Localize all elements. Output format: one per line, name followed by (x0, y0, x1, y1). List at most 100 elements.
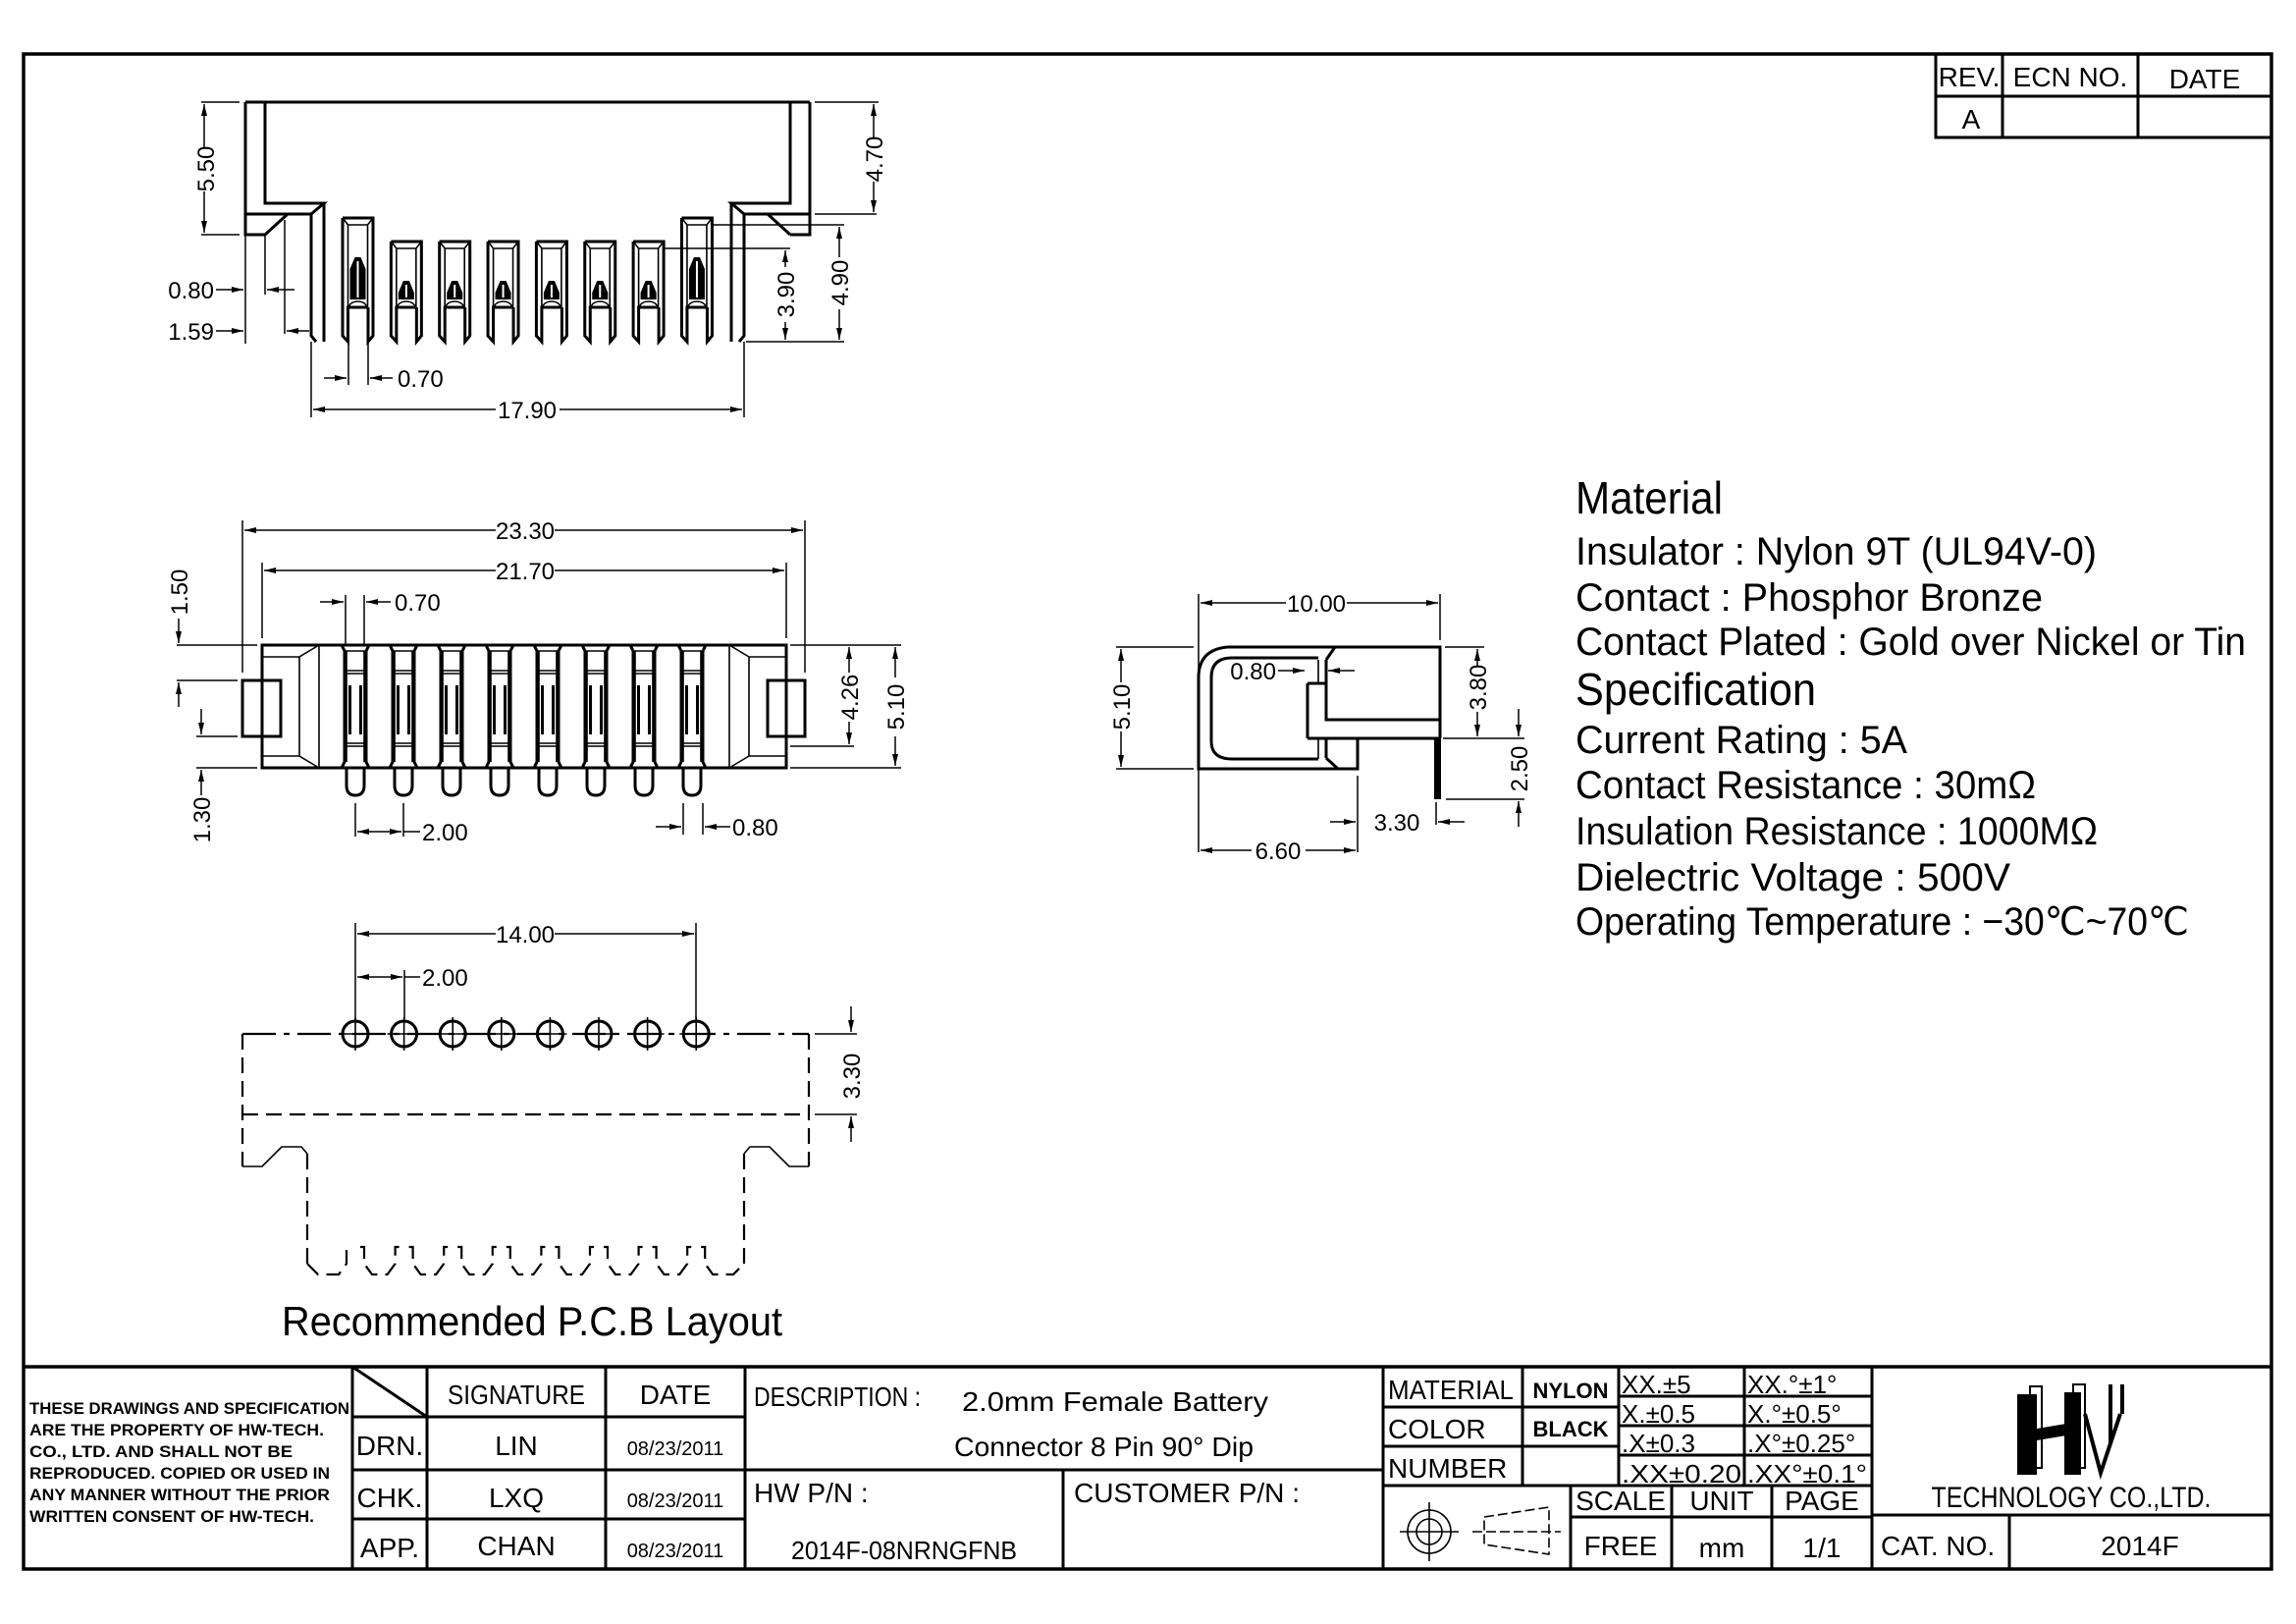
contact-slot (632, 241, 665, 307)
tolerance: X.±0.5 (1622, 1399, 1695, 1429)
sheet-border (22, 52, 2273, 1571)
dim-2-00-pcb: 2.00 (422, 965, 468, 992)
material-value: NYLON (1533, 1379, 1609, 1403)
pcb-hole-center-mark (533, 1017, 567, 1051)
notice-line: CO., LTD. AND SHALL NOT BE (29, 1442, 293, 1461)
contact-window (633, 650, 655, 762)
contact-slot (439, 241, 471, 307)
contact-slot (342, 217, 374, 307)
customer-pn-label: CUSTOMER P/N : (1074, 1478, 1300, 1508)
page-value: 1/1 (1803, 1533, 1842, 1563)
contact-beam (589, 685, 592, 734)
dim-5-50: 5.50 (193, 146, 220, 192)
dim-23-30: 23.30 (496, 518, 555, 545)
contact-housing-front (676, 644, 708, 769)
drn-role: DRN. (356, 1431, 423, 1461)
date-header: DATE (2169, 64, 2241, 94)
app-name: CHAN (477, 1531, 555, 1561)
spec-line: Contact Resistance : 30mΩ (1575, 764, 2036, 807)
dim-1-59: 1.59 (168, 319, 214, 346)
pin-tail (633, 768, 655, 797)
specification-heading: Specification (1575, 664, 1816, 715)
pcb-hole-center-mark (582, 1017, 615, 1051)
contact-housing-front (628, 644, 660, 769)
side-pin (1434, 738, 1441, 799)
scale-value: FREE (1584, 1531, 1658, 1561)
contact-beam (455, 685, 458, 734)
front-view: 23.30 21.70 0.70 1.50 1.30 4.26 5.10 2.0… (167, 518, 910, 846)
tolerance: XX.±5 (1622, 1370, 1691, 1399)
material-line: Contact : Phosphor Bronze (1575, 576, 2043, 620)
tolerance: .X°±0.25° (1747, 1429, 1855, 1458)
material-line: Insulator : Nylon 9T (UL94V-0) (1575, 530, 2097, 573)
pin-tail (441, 768, 462, 797)
contact-tip (445, 300, 464, 308)
company-name: TECHNOLOGY CO.,LTD. (1932, 1482, 2212, 1514)
contact-housing (534, 240, 568, 347)
contact-housing-front (436, 644, 467, 769)
contact-window (489, 650, 510, 762)
contact-beam (397, 685, 400, 734)
dim-3-30-side: 3.30 (1374, 810, 1420, 837)
contact-beam (637, 685, 640, 734)
material-line: Contact Plated : Gold over Nickel or Tin (1575, 621, 2246, 664)
pcb-outline-comb (306, 1245, 745, 1276)
app-date: 08/23/2011 (627, 1541, 724, 1562)
contact-housing (341, 216, 375, 347)
contact-tip (542, 300, 561, 308)
notice-line: WRITTEN CONSENT OF HW-TECH. (29, 1507, 314, 1526)
revision-table: REV. ECN NO. DATE A (1934, 54, 2271, 139)
contact-window (681, 650, 703, 762)
contact-housing-front (340, 644, 371, 769)
pcb-hole-center-mark (630, 1017, 665, 1051)
contact-housing (631, 240, 666, 347)
contact-tip (687, 300, 707, 308)
dim-21-70: 21.70 (496, 559, 555, 585)
contact-beam (552, 685, 555, 734)
contact-beam (504, 685, 507, 734)
pin-tail (585, 768, 607, 797)
contact-window (441, 650, 462, 762)
contact-beam (541, 685, 544, 734)
contact-tip (493, 300, 513, 308)
pcb-layout-view: 14.00 2.00 3.30 Recommended P.C.B Layout (240, 922, 866, 1344)
scale-label: SCALE (1575, 1486, 1666, 1516)
dim-3-90: 3.90 (774, 272, 800, 318)
pin-tail (537, 768, 559, 797)
number-label: NUMBER (1388, 1453, 1507, 1484)
pin-tail (393, 768, 414, 797)
pcb-layout-title: Recommended P.C.B Layout (282, 1298, 782, 1344)
description-line-2: Connector 8 Pin 90° Dip (954, 1432, 1254, 1462)
contact-beam (493, 685, 496, 734)
top-view: 5.50 4.70 0.80 1.59 0.70 17.90 3.90 4.90 (168, 100, 888, 424)
first-angle-projection-icon (1400, 1502, 1561, 1561)
material-spec-notes: Material Insulator : Nylon 9T (UL94V-0) … (1575, 472, 2246, 944)
material-label: MATERIAL (1388, 1375, 1514, 1405)
contact-housing-front (532, 644, 563, 769)
dim-0-80-side: 0.80 (1230, 659, 1276, 685)
pcb-hole-center-mark (484, 1017, 518, 1051)
app-role: APP. (360, 1533, 419, 1563)
color-value: BLACK (1533, 1417, 1609, 1441)
contact-window (585, 650, 607, 762)
dim-4-70: 4.70 (862, 136, 888, 183)
tolerance: .XX°±0.1° (1747, 1459, 1867, 1489)
contact-beam (445, 685, 448, 734)
contact-beam (600, 685, 603, 734)
dim-0-80: 0.80 (168, 278, 214, 304)
hw-pn-label: HW P/N : (754, 1478, 869, 1508)
dim-6-60: 6.60 (1255, 839, 1302, 865)
tolerance: .XX±0.20 (1622, 1459, 1741, 1489)
contact-tip (638, 300, 659, 308)
pcb-hole-center-mark (679, 1017, 714, 1051)
spec-line: Insulation Resistance : 1000MΩ (1575, 810, 2098, 853)
contact-housing-front (580, 644, 612, 769)
rev-value: A (1962, 104, 1981, 135)
rev-header: REV. (1939, 62, 2001, 92)
contact-housing (583, 240, 617, 347)
signature-header: SIGNATURE (448, 1380, 585, 1410)
contact-window (393, 650, 414, 762)
contact-housing (438, 240, 472, 347)
contact-housing (389, 240, 423, 347)
